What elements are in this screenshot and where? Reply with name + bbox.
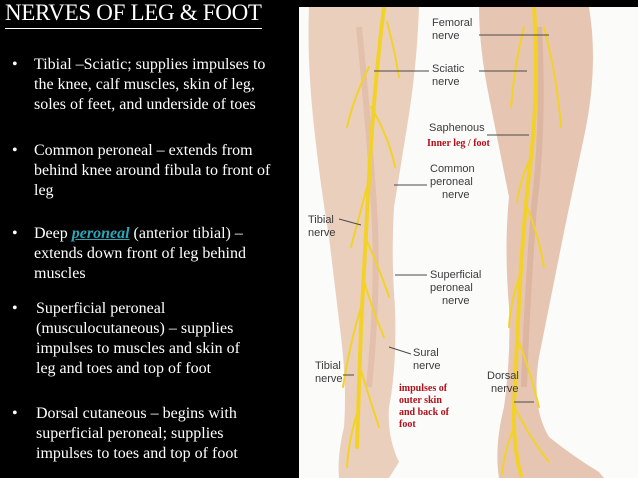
label-line: foot [399, 419, 416, 430]
label-line: nerve [432, 30, 460, 42]
label-line: peroneal [430, 282, 473, 294]
label-tibial-nerve-lower: Tibial nerve [315, 360, 343, 386]
bullet-dot: • [12, 142, 18, 159]
bullet-deep-peroneal: • Deep peroneal (anterior tibial) – exte… [12, 224, 299, 284]
bullet-line: behind knee around fibula to front of [34, 162, 271, 179]
label-line: Femoral [432, 17, 473, 29]
label-line: nerve [442, 295, 470, 307]
bullet-line: the knee, calf muscles, skin of leg, [34, 76, 255, 93]
label-superficial-peroneal-nerve: Superficial peroneal nerve [430, 269, 481, 308]
bullet-superficial-peroneal: • Superficial peroneal (musculocutaneous… [12, 299, 298, 379]
leg-shading [521, 26, 544, 388]
label-inner-leg-foot: Inner leg / foot [427, 138, 490, 149]
bullet-common-peroneal: • Common peroneal – extends from behind … [12, 141, 299, 201]
bullet-line: muscles [34, 265, 86, 282]
label-femoral-nerve: Femoral nerve [432, 17, 472, 43]
bullet-text: (anterior tibial) – [129, 225, 243, 242]
label-line: Superficial [430, 269, 482, 281]
label-line: nerve [315, 373, 343, 385]
label-line: outer skin [399, 395, 442, 406]
right-leg-shape [479, 7, 604, 478]
slide-title: NERVES OF LEG & FOOT [5, 0, 262, 29]
label-line: nerve [442, 189, 470, 201]
bullet-dot: • [12, 300, 18, 317]
label-line: Sural [413, 347, 439, 359]
label-line: nerve [491, 383, 519, 395]
bullet-line: extends down front of leg behind [34, 245, 246, 262]
label-pointers [338, 34, 549, 403]
bullet-dot: • [12, 56, 18, 73]
label-line: Tibial [308, 214, 334, 226]
label-sciatic-nerve: Sciatic nerve [432, 63, 464, 89]
label-line: nerve [413, 360, 441, 372]
label-line: nerve [432, 76, 460, 88]
label-line: nerve [308, 227, 336, 239]
label-sural-nerve: Sural nerve [413, 347, 441, 373]
label-line: and back of [399, 407, 450, 418]
left-leg-nerves [342, 7, 400, 468]
bullet-line: leg and toes and top of foot [36, 360, 212, 377]
label-line: Common [430, 163, 475, 175]
bullet-dot: • [12, 405, 18, 422]
bullet-line: impulses to toes and top of foot [36, 445, 238, 462]
label-line: Tibial [315, 360, 341, 372]
bullet-dorsal-cutaneous: • Dorsal cutaneous – begins with superfi… [12, 404, 298, 464]
leg-shading [356, 26, 379, 388]
bullet-line: Dorsal cutaneous – begins with [36, 405, 237, 422]
bullet-list: • Tibial –Sciatic; supplies impulses to … [0, 0, 300, 478]
bullet-line: leg [34, 182, 54, 199]
label-line: Sciatic [432, 63, 465, 75]
leg-nerve-illustration: Femoral nerve Sciatic nerve Saphenous In… [299, 7, 638, 478]
leg-drawing [308, 7, 604, 478]
bullet-line: soles of feet, and underside of toes [34, 96, 256, 113]
label-saphenous: Saphenous [429, 122, 485, 134]
bullet-text: Deep [34, 225, 72, 242]
label-line: impulses of [399, 383, 448, 394]
bullet-line: Deep peroneal (anterior tibial) – [34, 224, 299, 244]
label-common-peroneal-nerve: Common peroneal nerve [430, 163, 475, 202]
bullet-line: (musculocutaneous) – supplies [36, 320, 234, 337]
bullet-line: Common peroneal – extends from [34, 142, 253, 159]
label-line: peroneal [430, 176, 473, 188]
bullet-line: superficial peroneal; supplies [36, 425, 224, 442]
label-tibial-nerve-upper: Tibial nerve [308, 214, 336, 240]
label-impulses-outer-skin: impulses of outer skin and back of foot [399, 383, 449, 431]
bullet-line: Tibial –Sciatic; supplies impulses to [34, 56, 266, 73]
bullet-dot: • [12, 225, 18, 242]
bullet-line: Superficial peroneal [36, 300, 166, 317]
label-line: Dorsal [487, 370, 519, 382]
peroneal-link[interactable]: peroneal [71, 225, 130, 242]
bullet-line: impulses to muscles and skin of [36, 340, 240, 357]
label-dorsal-nerve: Dorsal nerve [487, 370, 519, 396]
bullet-tibial: • Tibial –Sciatic; supplies impulses to … [12, 55, 299, 115]
